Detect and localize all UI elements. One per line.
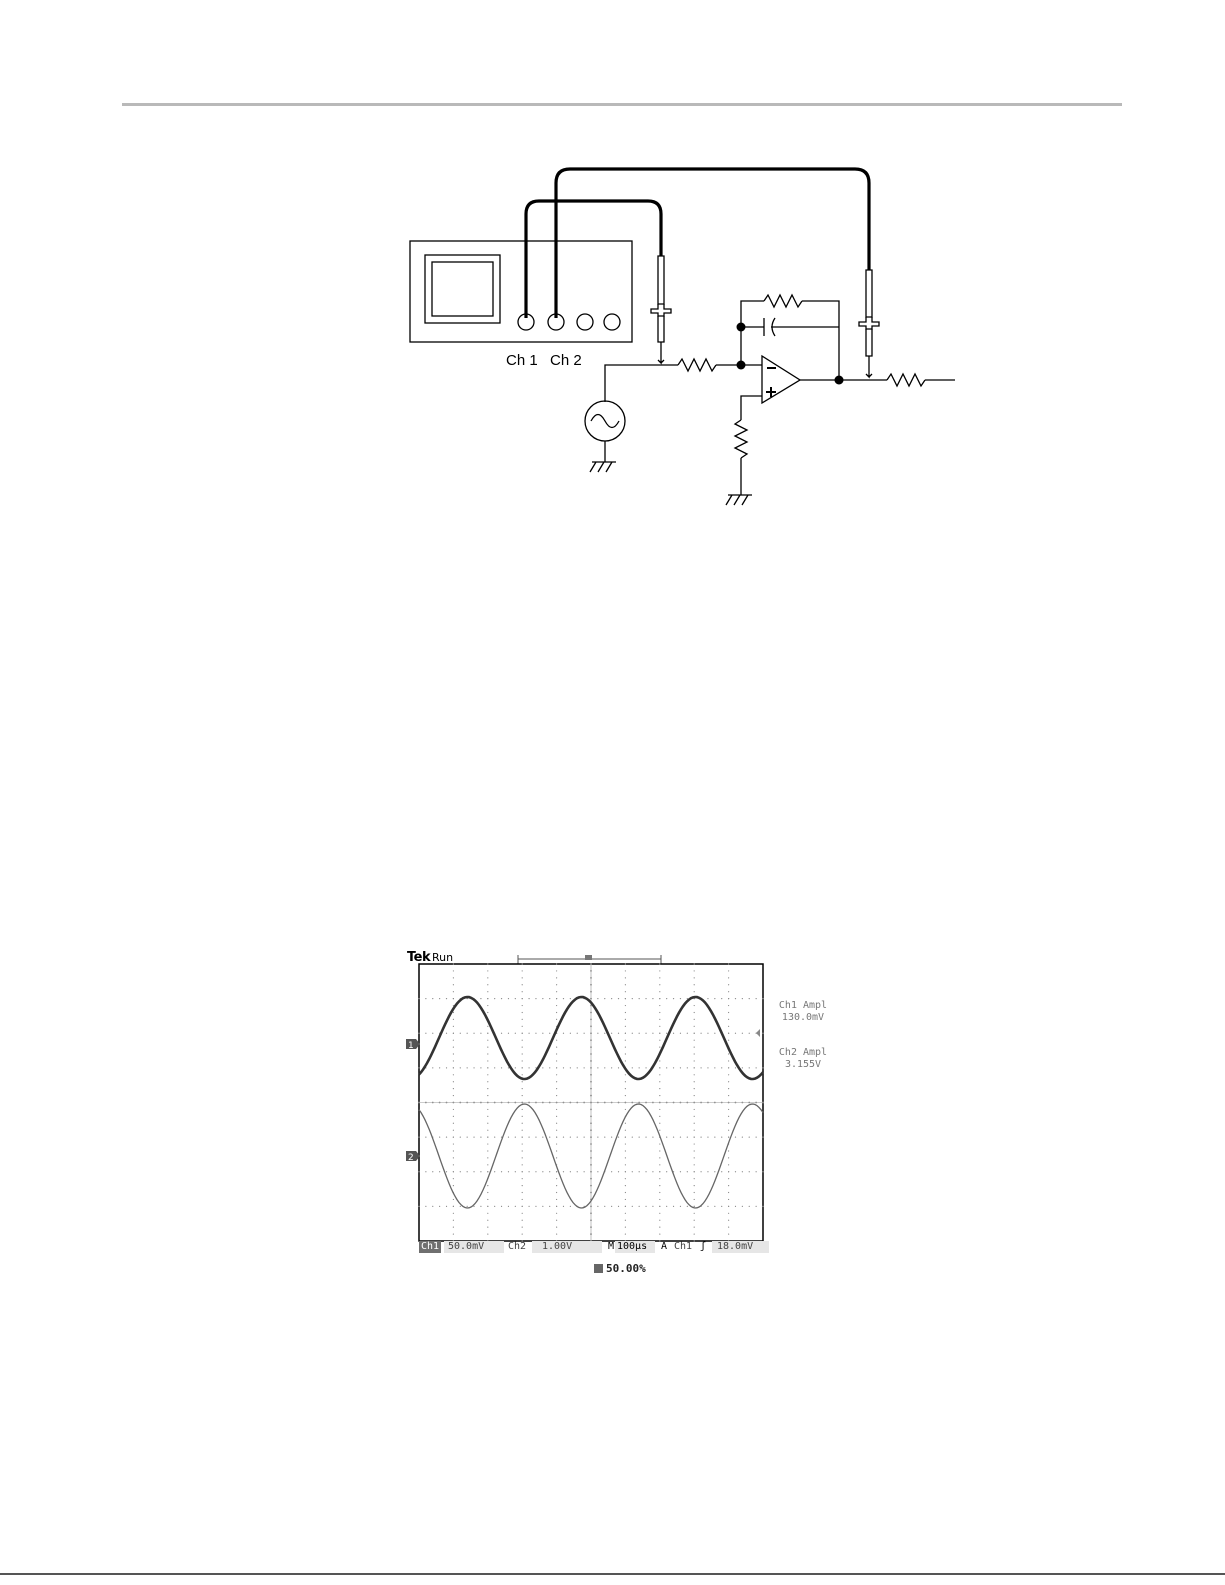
ch2-scale-label: Ch2 [508, 1241, 526, 1253]
oscilloscope-screenshot: Tek Run 1 2 Ch1 Ampl 130.0mV Ch2 Ampl 3.… [405, 948, 865, 1288]
ch3-input-connector [577, 314, 593, 330]
svg-text:2: 2 [408, 1153, 414, 1163]
oscilloscope-outline [410, 241, 632, 342]
ch4-input-connector [604, 314, 620, 330]
scope-display: 1 2 [405, 948, 865, 1288]
trigger-position-icon [594, 1264, 603, 1273]
ch1-measure-value: 130.0mV [771, 1012, 835, 1024]
trigger-position-value: 50.00% [606, 1262, 646, 1275]
trigger-slope-icon: ʃ [700, 1241, 706, 1253]
ch1-amplitude-measurement: Ch1 Ampl 130.0mV [771, 1000, 835, 1024]
ground-resistor [735, 420, 747, 458]
trigger-level: 18.0mV [712, 1241, 769, 1253]
output-resistor [887, 374, 925, 386]
ch2-scale-value: 1.00V [532, 1241, 602, 1253]
ground-symbol-source [590, 441, 616, 472]
header-rule [122, 103, 1122, 106]
feedback-resistor [764, 295, 802, 307]
svg-text:1: 1 [408, 1041, 414, 1051]
ch1-measure-label: Ch1 Ampl [771, 1000, 835, 1012]
footer-rule [0, 1573, 1225, 1575]
ground-symbol-opamp [726, 495, 752, 505]
ch2-label: Ch 2 [550, 352, 582, 369]
input-resistor [678, 359, 716, 371]
ch1-label: Ch 1 [506, 352, 538, 369]
trigger-point-marker [585, 955, 592, 960]
ch1-probe [651, 256, 671, 363]
timebase-value: 100µs [615, 1241, 655, 1253]
ch1-ground-marker: 1 [406, 1039, 420, 1051]
source-input-wire [605, 365, 678, 402]
trigger-source: Ch1 [674, 1241, 692, 1253]
ch1-probe-cable [526, 201, 661, 318]
ch1-scale-value: 50.0mV [444, 1241, 504, 1253]
feedback-capacitor [741, 318, 839, 336]
op-amp [762, 356, 800, 403]
ch2-ground-marker: 2 [406, 1151, 420, 1163]
scope-status-bar: Ch1 50.0mV Ch2 1.00V M 100µs A Ch1 ʃ 18.… [419, 1241, 765, 1253]
sine-wave-icon [591, 415, 619, 428]
trigger-position-readout: 50.00% [594, 1262, 646, 1275]
ch2-probe [859, 270, 879, 377]
scope-screen-inner [432, 262, 493, 316]
trigger-label: A [661, 1241, 667, 1253]
ch2-probe-cable [556, 169, 869, 318]
scope-screen-outer [425, 255, 500, 323]
ch2-amplitude-measurement: Ch2 Ampl 3.155V [771, 1047, 835, 1071]
probe-circuit-diagram: Ch 1 Ch 2 [395, 150, 965, 520]
ch2-measure-value: 3.155V [771, 1059, 835, 1071]
ch1-scale-label: Ch1 [419, 1241, 441, 1253]
ch2-measure-label: Ch2 Ampl [771, 1047, 835, 1059]
timebase-label: M [608, 1241, 614, 1253]
